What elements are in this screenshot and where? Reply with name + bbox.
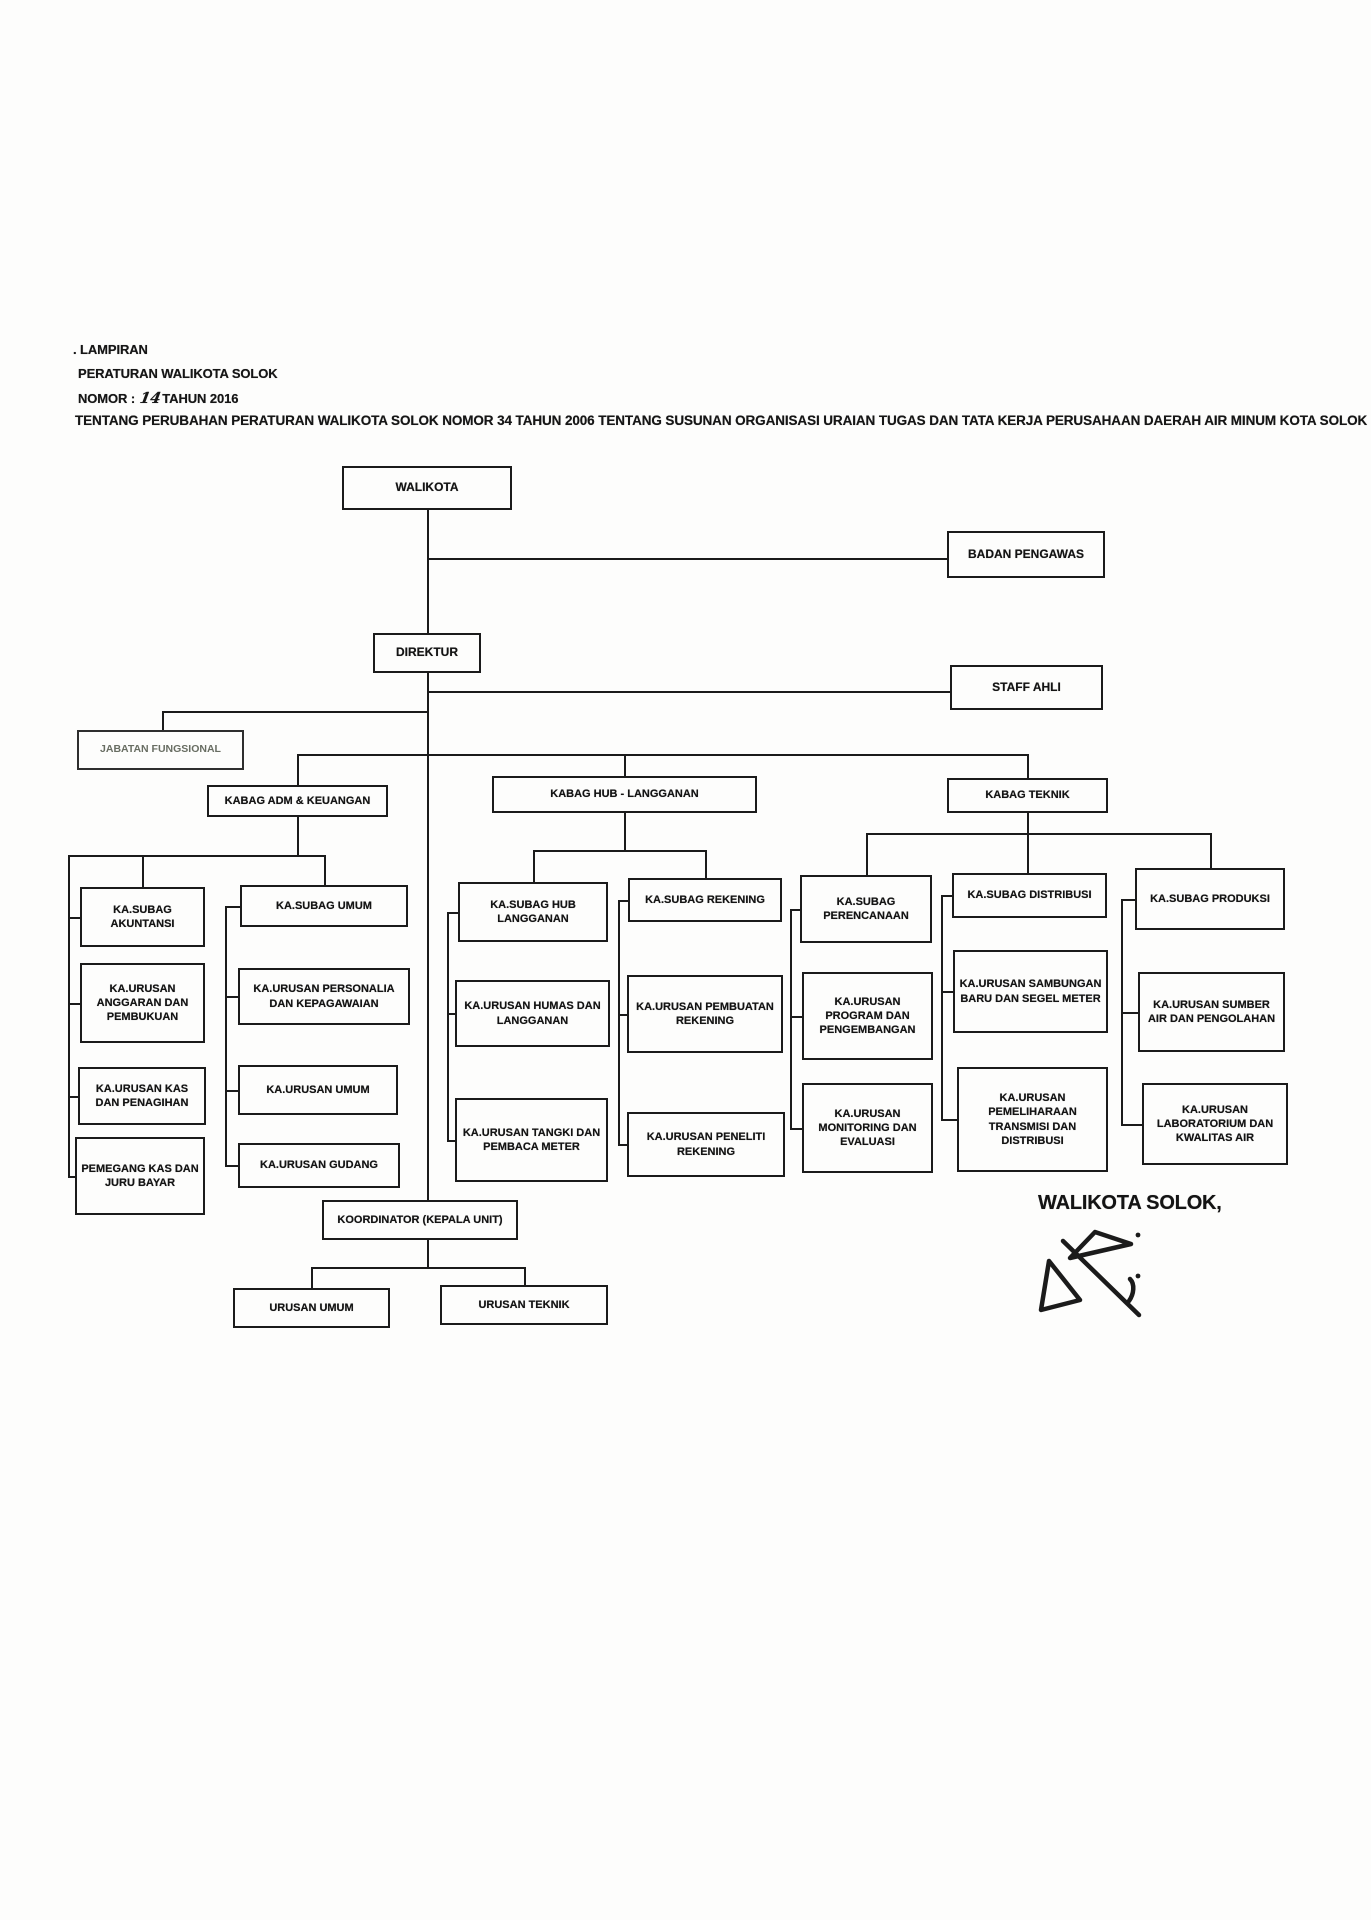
org-node-urusan-teknik: URUSAN TEKNIK — [440, 1285, 608, 1325]
connector-line — [427, 691, 950, 693]
org-node-ka-subag-hub-langganan: KA.SUBAG HUB LANGGANAN — [458, 882, 608, 942]
connector-line — [447, 912, 449, 1140]
connector-line — [447, 912, 458, 914]
connector-line — [225, 996, 238, 998]
org-node-kabag-hub-langganan: KABAG HUB - LANGGANAN — [492, 776, 757, 813]
connector-line — [162, 711, 164, 730]
org-node-ka-urusan-kas: KA.URUSAN KAS DAN PENAGIHAN — [78, 1067, 206, 1125]
header-nomor-suffix: TAHUN 2016 — [162, 391, 239, 406]
connector-line — [533, 850, 535, 882]
org-node-jabatan-fungsional: JABATAN FUNGSIONAL — [77, 730, 244, 770]
connector-line — [1121, 1012, 1138, 1014]
org-node-ka-subag-distribusi: KA.SUBAG DISTRIBUSI — [952, 873, 1107, 918]
org-node-ka-subag-produksi: KA.SUBAG PRODUKSI — [1135, 868, 1285, 930]
connector-line — [1027, 754, 1029, 778]
connector-line — [68, 1176, 80, 1178]
header-lampiran: . LAMPIRAN — [73, 342, 148, 357]
connector-line — [790, 1128, 802, 1130]
connector-line — [311, 1267, 313, 1288]
connector-line — [427, 673, 429, 1200]
connector-line — [524, 1267, 526, 1285]
connector-line — [297, 754, 299, 785]
connector-line — [297, 817, 299, 855]
org-node-ka-subag-rekening: KA.SUBAG REKENING — [628, 878, 782, 922]
org-node-kabag-teknik: KABAG TEKNIK — [947, 778, 1108, 813]
connector-line — [225, 1165, 238, 1167]
connector-line — [427, 510, 429, 633]
connector-line — [941, 991, 953, 993]
connector-line — [324, 855, 326, 885]
connector-line — [866, 833, 1210, 835]
org-node-ka-urusan-pemeliharaan: KA.URUSAN PEMELIHARAAN TRANSMISI DAN DIS… — [957, 1067, 1108, 1172]
org-node-ka-urusan-peneliti-rekening: KA.URUSAN PENELITI REKENING — [627, 1112, 785, 1177]
org-node-koordinator: KOORDINATOR (KEPALA UNIT) — [322, 1200, 518, 1240]
connector-line — [1121, 1124, 1142, 1126]
header-peraturan: PERATURAN WALIKOTA SOLOK — [78, 366, 278, 381]
connector-line — [311, 1267, 524, 1269]
connector-line — [618, 1144, 627, 1146]
org-node-ka-urusan-monitoring: KA.URUSAN MONITORING DAN EVALUASI — [802, 1083, 933, 1173]
connector-line — [225, 906, 240, 908]
org-node-ka-urusan-pembuatan-rekening: KA.URUSAN PEMBUATAN REKENING — [627, 975, 783, 1053]
org-node-walikota: WALIKOTA — [342, 466, 512, 510]
connector-line — [447, 1013, 455, 1015]
connector-line — [225, 906, 227, 1165]
connector-line — [297, 754, 1027, 756]
connector-line — [790, 909, 800, 911]
connector-line — [941, 895, 952, 897]
connector-line — [866, 833, 868, 875]
org-node-ka-urusan-program: KA.URUSAN PROGRAM DAN PENGEMBANGAN — [802, 972, 933, 1060]
connector-line — [1121, 899, 1135, 901]
org-node-direktur: DIREKTUR — [373, 633, 481, 673]
connector-line — [68, 855, 70, 1176]
org-node-ka-urusan-personalia: KA.URUSAN PERSONALIA DAN KEPAGAWAIAN — [238, 968, 410, 1025]
connector-line — [705, 850, 707, 878]
header-nomor-prefix: NOMOR : — [78, 391, 139, 406]
connector-line — [68, 917, 80, 919]
connector-line — [941, 895, 943, 1119]
org-node-pemegang-kas: PEMEGANG KAS DAN JURU BAYAR — [75, 1137, 205, 1215]
connector-line — [624, 754, 626, 776]
handwritten-signature-icon — [1038, 1229, 1142, 1318]
header-tentang: TENTANG PERUBAHAN PERATURAN WALIKOTA SOL… — [75, 413, 1368, 428]
connector-line — [533, 850, 705, 852]
connector-line — [1027, 813, 1029, 873]
org-node-ka-subag-umum: KA.SUBAG UMUM — [240, 885, 408, 927]
org-node-ka-urusan-umum: KA.URUSAN UMUM — [238, 1065, 398, 1115]
header-nomor: NOMOR : 14TAHUN 2016 — [78, 389, 238, 407]
connector-line — [162, 711, 427, 713]
connector-line — [225, 1090, 238, 1092]
org-node-ka-urusan-humas: KA.URUSAN HUMAS DAN LANGGANAN — [455, 980, 610, 1047]
org-node-kabag-adm-keuangan: KABAG ADM & KEUANGAN — [207, 785, 388, 817]
connector-line — [618, 1014, 627, 1016]
org-node-ka-urusan-gudang: KA.URUSAN GUDANG — [238, 1143, 400, 1188]
org-node-staff-ahli: STAFF AHLI — [950, 665, 1103, 710]
connector-line — [790, 1016, 802, 1018]
org-node-ka-urusan-laboratorium: KA.URUSAN LABORATORIUM DAN KWALITAS AIR — [1142, 1083, 1288, 1165]
connector-line — [790, 909, 792, 1128]
org-node-urusan-umum: URUSAN UMUM — [233, 1288, 390, 1328]
connector-line — [68, 1096, 80, 1098]
org-node-ka-urusan-tangki: KA.URUSAN TANGKI DAN PEMBACA METER — [455, 1098, 608, 1182]
connector-line — [68, 1003, 80, 1005]
connector-line — [618, 900, 620, 1144]
connector-line — [142, 855, 144, 887]
connector-line — [941, 1119, 957, 1121]
connector-line — [68, 855, 324, 857]
connector-line — [447, 1140, 455, 1142]
connector-line — [1121, 899, 1123, 1124]
signature-title: WALIKOTA SOLOK, — [1038, 1192, 1222, 1214]
connector-line — [427, 558, 947, 560]
connector-line — [618, 900, 628, 902]
org-node-ka-urusan-sumber-air: KA.URUSAN SUMBER AIR DAN PENGOLAHAN — [1138, 972, 1285, 1052]
connector-line — [624, 813, 626, 850]
connector-line — [1210, 833, 1212, 868]
connector-line — [427, 1240, 429, 1267]
org-node-badan-pengawas: BADAN PENGAWAS — [947, 531, 1105, 578]
org-node-ka-subag-akuntansi: KA.SUBAG AKUNTANSI — [80, 887, 205, 947]
header-nomor-handwritten-value: 14 — [138, 389, 162, 407]
org-node-ka-urusan-anggaran: KA.URUSAN ANGGARAN DAN PEMBUKUAN — [80, 963, 205, 1043]
org-node-ka-subag-perencanaan: KA.SUBAG PERENCANAAN — [800, 875, 932, 943]
org-node-ka-urusan-sambungan: KA.URUSAN SAMBUNGAN BARU DAN SEGEL METER — [953, 950, 1108, 1033]
